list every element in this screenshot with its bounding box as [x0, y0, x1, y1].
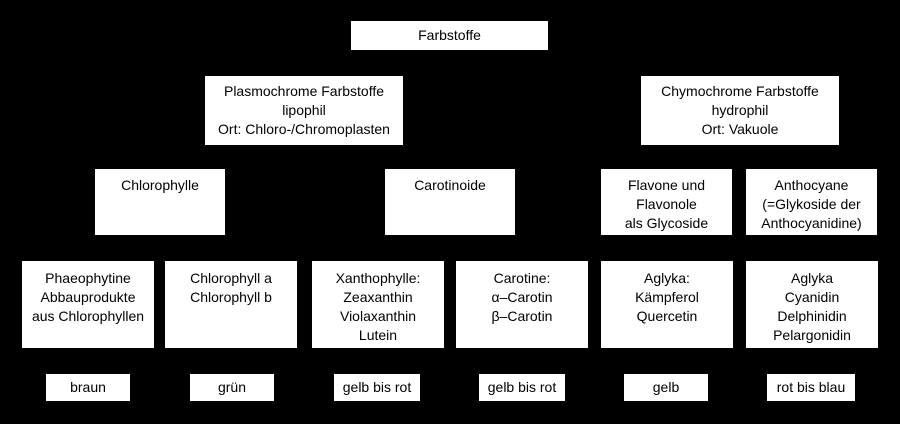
node-line: Anthocyanidine) [761, 215, 862, 231]
color-label-gelb-bis-rot-xanthophylle: gelb bis rot [333, 373, 421, 402]
node-line: Plasmochrome Farbstoffe [223, 83, 385, 99]
node-line: Ort: Chloro-/Chromoplasten [218, 121, 390, 137]
node-line: Chlorophylle [121, 177, 199, 193]
node-line: Lutein [358, 327, 398, 343]
node-line: Aglyka: [644, 270, 690, 286]
node-line: Kämpferol [635, 289, 699, 305]
node-line: β–Carotin [491, 308, 553, 324]
node-aglyka-anthocyane: Aglyka Cyanidin Delphinidin Pelargonidin [745, 260, 879, 349]
node-anthocyane: Anthocyane (=Glykoside der Anthocyanidin… [745, 168, 878, 236]
node-line: Zeaxanthin [343, 289, 413, 305]
node-line: Cyanidin [784, 289, 840, 305]
node-line: als Glycoside [624, 215, 709, 231]
node-carotinoide: Carotinoide [384, 168, 516, 236]
node-line: rot bis blau [776, 379, 846, 395]
node-line: Farbstoffe [418, 27, 481, 43]
node-line: Carotine: [493, 270, 551, 286]
node-line: Ort: Vakuole [701, 121, 779, 137]
node-line: Abbauprodukte [40, 289, 136, 305]
node-line: gelb bis rot [342, 379, 412, 395]
node-line: braun [70, 379, 106, 395]
node-line: α–Carotin [491, 289, 553, 305]
node-line: gelb [652, 379, 680, 395]
node-line: gelb bis rot [487, 379, 557, 395]
node-aglyka-flavone: Aglyka: Kämpferol Quercetin [600, 260, 734, 349]
node-chlorophylle: Chlorophylle [94, 168, 226, 236]
node-plasmochrome-farbstoffe: Plasmochrome Farbstoffe lipophil Ort: Ch… [204, 75, 404, 146]
node-line: Chymochrome Farbstoffe [661, 83, 819, 99]
color-label-gelb: gelb [623, 373, 709, 402]
node-line: Flavone und [627, 177, 706, 193]
color-label-braun: braun [45, 373, 131, 402]
node-line: grün [217, 379, 247, 395]
node-line: Phaeophytine [45, 270, 131, 286]
color-label-rot-bis-blau: rot bis blau [766, 373, 856, 402]
node-line: Carotinoide [414, 177, 486, 193]
node-line: Xanthophylle: [335, 270, 421, 286]
color-label-gruen: grün [189, 373, 275, 402]
node-line: Delphinidin [777, 308, 847, 324]
node-carotine: Carotine: α–Carotin β–Carotin [455, 260, 589, 349]
node-flavone-flavonole: Flavone und Flavonole als Glycoside [600, 168, 733, 236]
color-label-gelb-bis-rot-carotine: gelb bis rot [478, 373, 566, 402]
node-phaeophytine: Phaeophytine Abbauprodukte aus Chlorophy… [21, 260, 155, 349]
node-line: Chlorophyll a [190, 270, 272, 286]
node-line: Flavonole [636, 196, 697, 212]
node-line: Quercetin [636, 308, 698, 324]
node-chymochrome-farbstoffe: Chymochrome Farbstoffe hydrophil Ort: Va… [640, 75, 840, 146]
node-chlorophyll-a-b: Chlorophyll a Chlorophyll b [164, 260, 298, 349]
node-line: lipophil [282, 102, 326, 118]
node-line: Chlorophyll b [190, 289, 272, 305]
node-line: Pelargonidin [773, 327, 851, 343]
node-line: aus Chlorophyllen [31, 308, 145, 324]
node-line: Violaxanthin [339, 308, 417, 324]
node-xanthophylle: Xanthophylle: Zeaxanthin Violaxanthin Lu… [311, 260, 445, 349]
node-line: (=Glykoside der [762, 196, 861, 212]
node-line: hydrophil [711, 102, 769, 118]
node-farbstoffe: Farbstoffe [350, 20, 549, 51]
node-line: Aglyka [790, 270, 834, 286]
node-line: Anthocyane [774, 177, 849, 193]
